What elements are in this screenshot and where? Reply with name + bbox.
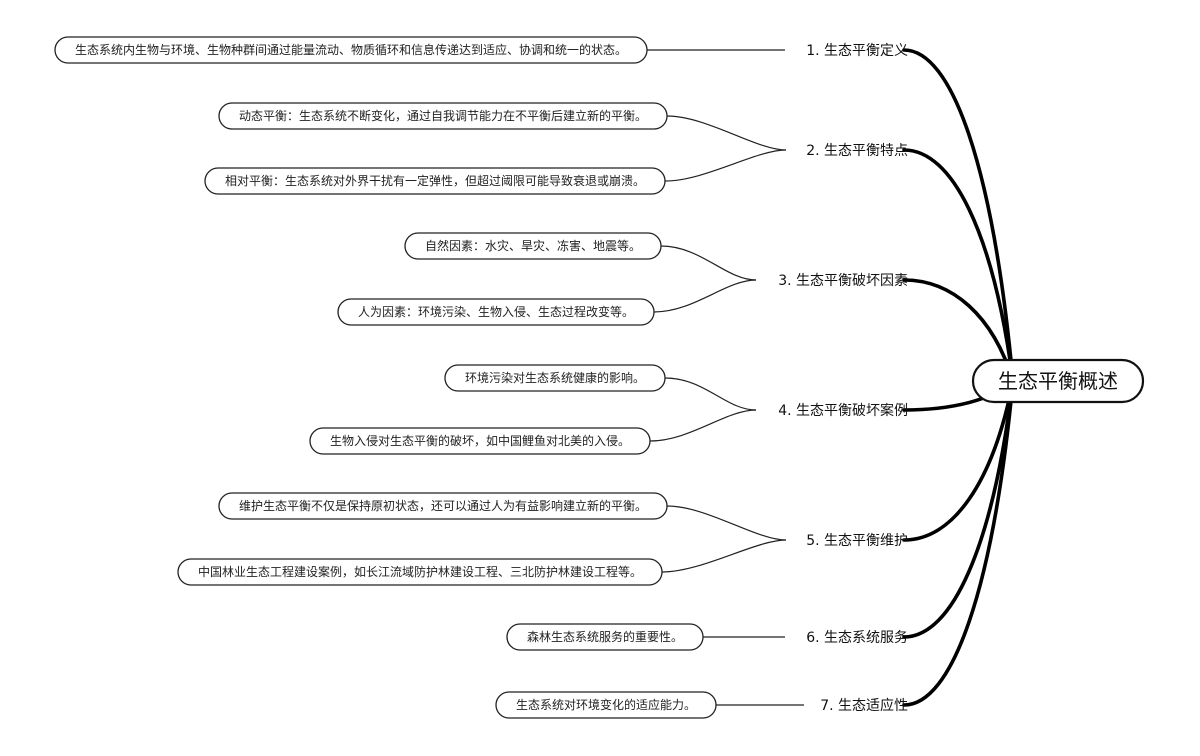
leaf-label: 自然因素：水灾、旱灾、冻害、地震等。 (425, 238, 641, 253)
leaf-connector (667, 115, 787, 151)
leaf-label: 生态系统对环境变化的适应能力。 (516, 697, 696, 712)
branch-1[interactable]: 1. 生态平衡定义 (806, 43, 908, 59)
leaf-node[interactable]: 森林生态系统服务的重要性。 (506, 623, 704, 651)
leaf-label: 森林生态系统服务的重要性。 (527, 629, 683, 644)
leaf-label: 维护生态平衡不仅是保持原初状态，还可以通过人为有益影响建立新的平衡。 (239, 498, 647, 513)
root-connector (902, 148, 1015, 383)
leaf-connector (661, 245, 757, 281)
leaf-node[interactable]: 人为因素：环境污染、生物入侵、生态过程改变等。 (337, 298, 655, 326)
branch-label: 4. 生态平衡破坏案例 (778, 402, 908, 419)
branch-3[interactable]: 3. 生态平衡破坏因素 (778, 273, 908, 289)
leaf-node[interactable]: 生物入侵对生态平衡的破坏，如中国鲤鱼对北美的入侵。 (309, 427, 651, 455)
branch-label: 2. 生态平衡特点 (806, 143, 908, 159)
root-connector (902, 379, 1015, 542)
leaf-label: 生物入侵对生态平衡的破坏，如中国鲤鱼对北美的入侵。 (330, 433, 630, 448)
root-node[interactable]: 生态平衡概述 (971, 358, 1145, 404)
branch-label: 1. 生态平衡定义 (806, 43, 908, 59)
leaf-label: 生态系统内生物与环境、生物种群间通过能量流动、物质循环和信息传递达到适应、协调和… (75, 42, 627, 57)
leaf-node[interactable]: 自然因素：水灾、旱灾、冻害、地震等。 (404, 232, 662, 260)
root-label: 生态平衡概述 (998, 369, 1118, 393)
branch-5[interactable]: 5. 生态平衡维护 (806, 533, 908, 549)
branch-6[interactable]: 6. 生态系统服务 (806, 630, 908, 646)
branch-label: 7. 生态适应性 (820, 697, 908, 714)
leaf-node[interactable]: 动态平衡：生态系统不断变化，通过自我调节能力在不平衡后建立新的平衡。 (218, 102, 668, 130)
leaf-connector (654, 279, 757, 313)
branch-4[interactable]: 4. 生态平衡破坏案例 (778, 402, 908, 419)
branch-2[interactable]: 2. 生态平衡特点 (806, 143, 908, 159)
branch-label: 5. 生态平衡维护 (806, 533, 908, 549)
branch-7[interactable]: 7. 生态适应性 (820, 697, 908, 714)
leaf-node[interactable]: 维护生态平衡不仅是保持原初状态，还可以通过人为有益影响建立新的平衡。 (218, 492, 668, 520)
branch-label: 6. 生态系统服务 (806, 630, 908, 646)
leaf-connector (665, 377, 757, 411)
leaf-node[interactable]: 中国林业生态工程建设案例，如长江流域防护林建设工程、三北防护林建设工程等。 (177, 558, 663, 586)
leaf-connector (667, 505, 787, 541)
leaf-label: 中国林业生态工程建设案例，如长江流域防护林建设工程、三北防护林建设工程等。 (198, 564, 642, 579)
leaf-node[interactable]: 相对平衡：生态系统对外界干扰有一定弹性，但超过阈限可能导致衰退或崩溃。 (204, 167, 666, 195)
root-connector (902, 379, 1015, 707)
leaf-node[interactable]: 环境污染对生态系统健康的影响。 (444, 364, 666, 392)
root-connector (902, 379, 1015, 639)
leaf-label: 环境污染对生态系统健康的影响。 (465, 370, 645, 385)
leaf-node[interactable]: 生态系统内生物与环境、生物种群间通过能量流动、物质循环和信息传递达到适应、协调和… (54, 36, 648, 64)
leaf-connector (665, 149, 787, 182)
root-connector (902, 48, 1015, 383)
leaf-label: 动态平衡：生态系统不断变化，通过自我调节能力在不平衡后建立新的平衡。 (239, 108, 647, 123)
leaf-label: 人为因素：环境污染、生物入侵、生态过程改变等。 (358, 304, 634, 319)
leaf-connector (662, 539, 787, 573)
leaf-node[interactable]: 生态系统对环境变化的适应能力。 (495, 691, 717, 719)
leaf-label: 相对平衡：生态系统对外界干扰有一定弹性，但超过阈限可能导致衰退或崩溃。 (225, 173, 645, 188)
leaf-connector (650, 409, 757, 442)
branch-label: 3. 生态平衡破坏因素 (778, 273, 908, 289)
